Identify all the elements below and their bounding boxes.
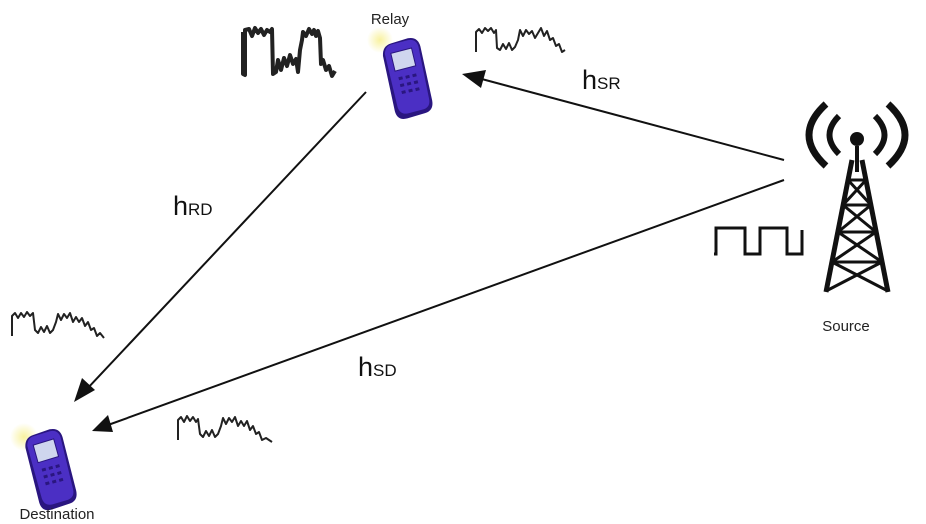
relay-received-waveform	[241, 26, 337, 78]
relay-phone-icon	[381, 36, 434, 121]
link-source-relay	[462, 70, 785, 161]
link-relay-destination	[74, 91, 367, 402]
source-square-wave	[714, 226, 804, 256]
destination-phone-icon	[23, 426, 79, 513]
channel-label-rd: hRD	[173, 191, 213, 221]
channel-label-sd: hSD	[358, 352, 397, 382]
channel-label-sr: hSR	[582, 65, 621, 95]
source-label: Source	[822, 318, 870, 335]
relay-label: Relay	[371, 11, 410, 28]
source-node: Source	[805, 101, 909, 335]
relay-node: Relay	[367, 11, 434, 121]
destination-label: Destination	[19, 506, 94, 523]
destination-node: Destination	[10, 423, 95, 523]
destination-received-waveform	[11, 311, 105, 339]
link-source-destination	[92, 179, 785, 432]
sr-link-waveform	[475, 27, 566, 53]
radio-tower-icon	[805, 101, 909, 293]
sd-link-waveform	[177, 415, 273, 443]
